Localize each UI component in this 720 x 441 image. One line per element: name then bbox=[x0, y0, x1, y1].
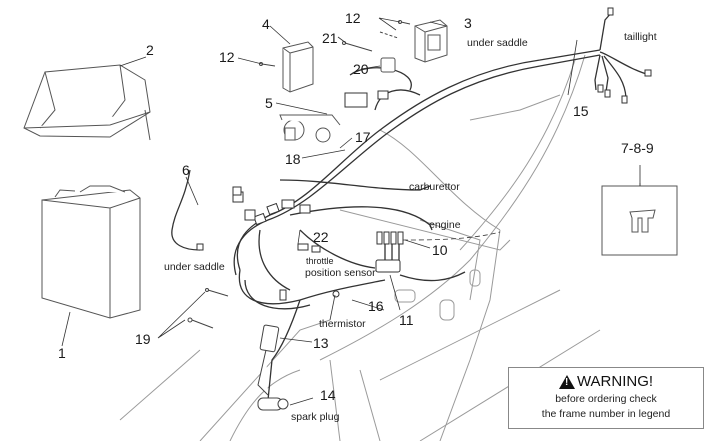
part-number-19: 19 bbox=[135, 331, 151, 347]
part-number-5: 5 bbox=[265, 95, 273, 111]
part-number-20: 20 bbox=[353, 61, 369, 77]
part-number-14: 14 bbox=[320, 387, 336, 403]
part-number-1: 1 bbox=[58, 345, 66, 361]
label-spark-plug: spark plug bbox=[291, 411, 340, 423]
part-number-15: 15 bbox=[573, 103, 589, 119]
label-throttle: throttle bbox=[306, 256, 334, 266]
part-number-22: 22 bbox=[313, 229, 329, 245]
main-harness bbox=[236, 49, 601, 271]
part-number-13: 13 bbox=[313, 335, 329, 351]
warning-line-1: before ordering check bbox=[555, 393, 657, 405]
part-number-7-8-9: 7-8-9 bbox=[621, 140, 654, 156]
label-under-saddle-top: under saddle bbox=[467, 37, 528, 49]
warning-line-2: the frame number in legend bbox=[541, 408, 671, 420]
label-engine: engine bbox=[429, 219, 461, 231]
label-under-saddle-left: under saddle bbox=[164, 261, 225, 273]
label-taillight: taillight bbox=[624, 31, 657, 43]
part-number-17: 17 bbox=[355, 129, 371, 145]
warning-box: WARNING! before ordering check the frame… bbox=[508, 367, 704, 429]
label-thermistor: thermistor bbox=[319, 318, 366, 330]
warning-triangle-icon bbox=[558, 374, 575, 389]
part-number-3: 3 bbox=[464, 15, 472, 31]
part-number-12-left: 12 bbox=[219, 49, 235, 65]
part-number-21: 21 bbox=[322, 30, 338, 46]
part-number-6: 6 bbox=[182, 162, 190, 178]
label-position-sensor: position sensor bbox=[305, 267, 376, 279]
label-carburettor: carburettor bbox=[409, 181, 460, 193]
part-number-10: 10 bbox=[432, 242, 448, 258]
fuse-inset-box bbox=[601, 165, 678, 256]
part-number-16: 16 bbox=[368, 298, 384, 314]
part-number-2: 2 bbox=[146, 42, 154, 58]
battery bbox=[41, 185, 141, 319]
warning-title: WARNING! bbox=[576, 373, 654, 390]
battery-cover bbox=[23, 64, 151, 141]
part-number-12-top: 12 bbox=[345, 10, 361, 26]
part-number-11: 11 bbox=[399, 312, 414, 328]
frame-rail-right bbox=[319, 54, 586, 361]
part-number-4: 4 bbox=[262, 16, 270, 32]
part-number-18: 18 bbox=[285, 151, 301, 167]
